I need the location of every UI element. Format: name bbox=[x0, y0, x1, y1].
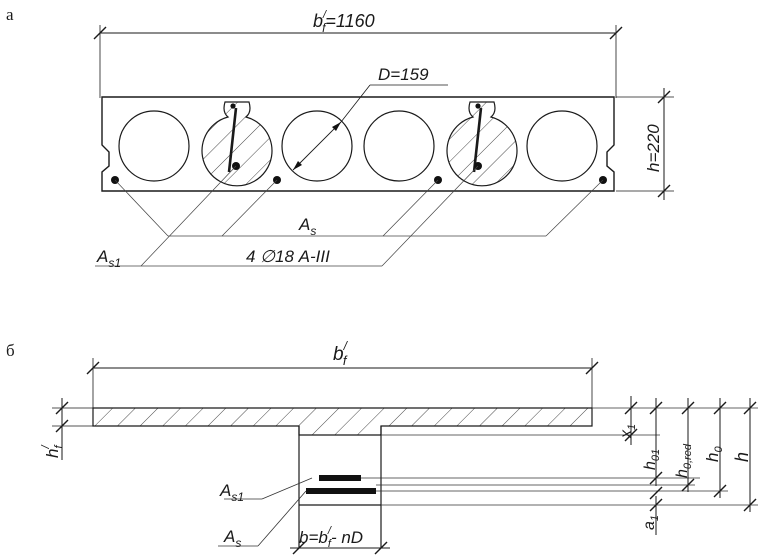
hollow-core bbox=[281, 110, 353, 182]
a1-label: a1 bbox=[641, 515, 661, 530]
rebar-as bbox=[306, 488, 376, 494]
diameter-label: D=159 bbox=[378, 65, 429, 84]
filled-core-right bbox=[446, 101, 518, 187]
hollow-core bbox=[363, 110, 435, 182]
rebar-spec-label: 4 ∅18 А-III bbox=[246, 247, 330, 266]
panel-b-letter: б bbox=[6, 341, 15, 360]
hollow-core bbox=[526, 110, 598, 182]
diameter-dimension: D=159 bbox=[292, 65, 448, 171]
height-dimension-a: h=220 bbox=[616, 88, 674, 200]
b-label: b=b/f- nD bbox=[299, 525, 363, 550]
hf-label: h/f bbox=[40, 444, 65, 458]
extension-lines-b bbox=[361, 407, 758, 506]
h0-label: h0 bbox=[703, 446, 725, 462]
web-outline bbox=[298, 426, 382, 548]
width-label-a: b/f=1160 bbox=[313, 9, 375, 35]
height-label-a: h=220 bbox=[644, 124, 663, 172]
width-dimension-a: b/f=1160 bbox=[93, 9, 623, 98]
flange-compression-zone bbox=[92, 407, 593, 436]
width-dimension-b: b/f bbox=[86, 339, 599, 408]
x1-label: x1 bbox=[618, 424, 638, 439]
h0red-label: h0,red bbox=[674, 443, 694, 478]
as1-label-a: As1 bbox=[96, 247, 121, 270]
as-label-a: As bbox=[298, 215, 316, 238]
width-label-b: b/f bbox=[333, 339, 349, 368]
filled-core-left bbox=[201, 101, 273, 187]
panel-a-letter: а bbox=[6, 5, 14, 24]
leader-lines-b bbox=[218, 477, 313, 547]
h-label: h bbox=[732, 452, 752, 462]
hf-dimension: h/f bbox=[40, 398, 93, 460]
as1-label-b: As1 bbox=[219, 481, 244, 504]
hollow-core bbox=[118, 110, 190, 182]
slab-outline bbox=[101, 96, 615, 192]
leader-lines-a bbox=[95, 165, 604, 267]
h01-label: h01 bbox=[642, 449, 662, 470]
as-label-b: As bbox=[223, 527, 241, 550]
web-width-dimension: b=b/f- nD bbox=[290, 525, 390, 555]
right-dimensions bbox=[624, 396, 757, 535]
rebar-as1 bbox=[319, 475, 361, 481]
